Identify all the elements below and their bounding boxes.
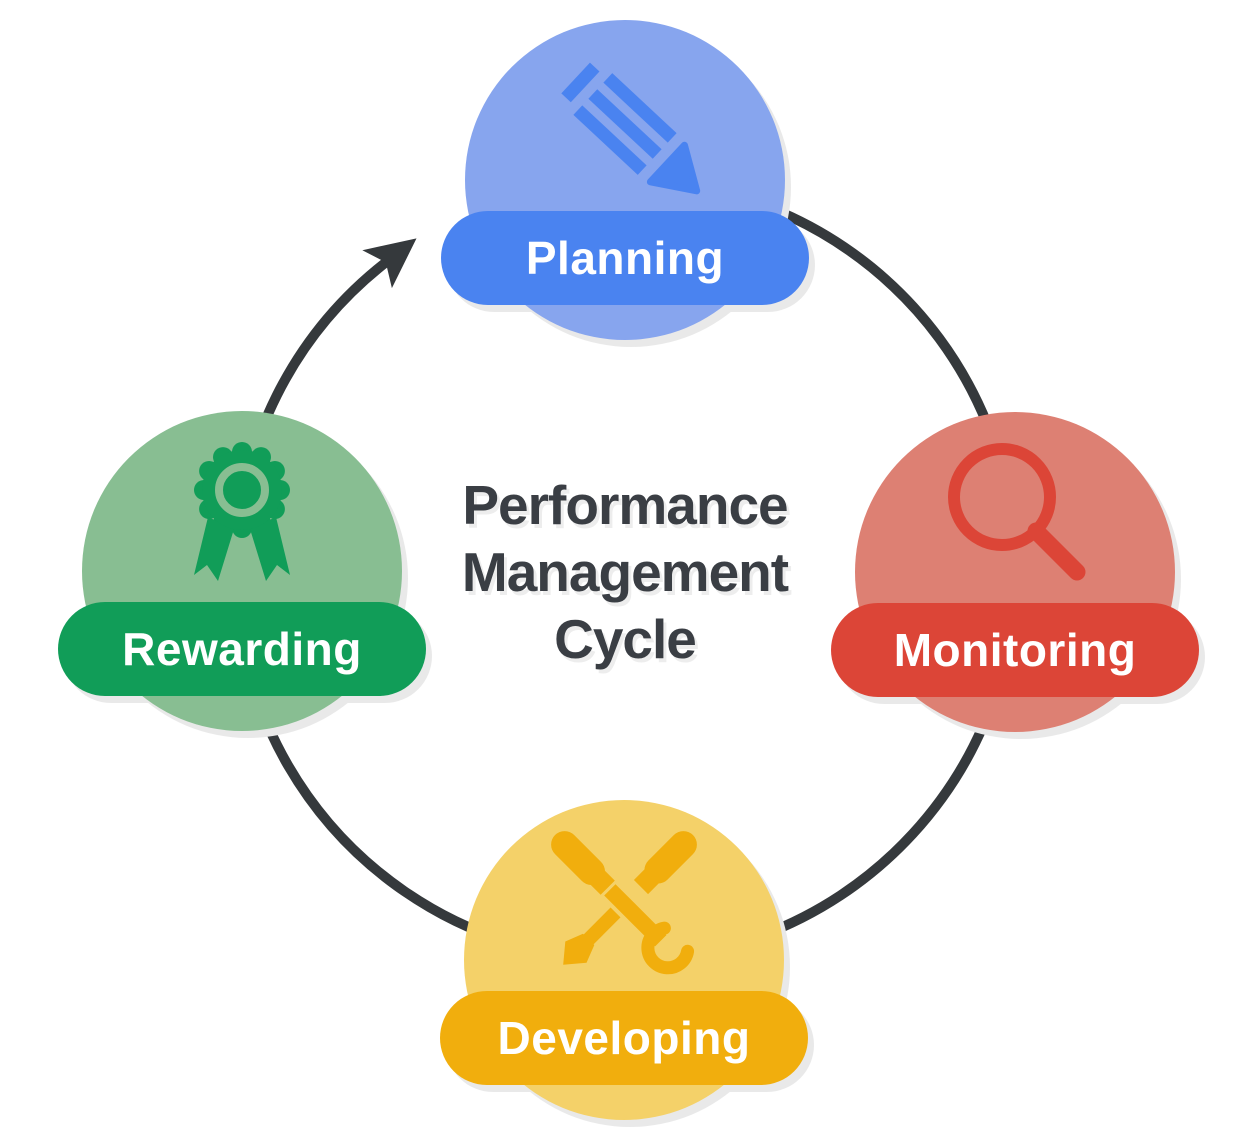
planning-label: Planning — [525, 232, 725, 284]
diagram-title: Performance Management Cycle — [325, 472, 925, 673]
node-developing: Developing — [440, 800, 808, 1130]
monitoring-label-pill: Monitoring — [831, 603, 1199, 697]
developing-label: Developing — [497, 1012, 751, 1064]
rewarding-label-pill: Rewarding — [58, 602, 426, 696]
crossed-tools-icon — [551, 831, 697, 975]
node-rewarding: Rewarding — [58, 411, 426, 741]
node-planning: Planning — [441, 20, 809, 350]
award-ribbon-icon — [194, 442, 290, 581]
developing-label-pill: Developing — [440, 991, 808, 1085]
pencil-icon — [561, 62, 701, 195]
rewarding-label: Rewarding — [122, 623, 362, 675]
title-line-2: Management — [461, 541, 789, 603]
wrench-icon — [551, 831, 695, 975]
screwdriver-icon — [563, 831, 697, 965]
monitoring-label: Monitoring — [893, 624, 1137, 676]
magnifying-glass-icon — [948, 443, 1086, 581]
node-monitoring: Monitoring — [831, 412, 1199, 742]
arrowhead-icon — [362, 238, 417, 289]
title-line-3: Cycle — [554, 608, 697, 670]
planning-label-pill: Planning — [441, 211, 809, 305]
title-line-1: Performance — [462, 474, 788, 536]
